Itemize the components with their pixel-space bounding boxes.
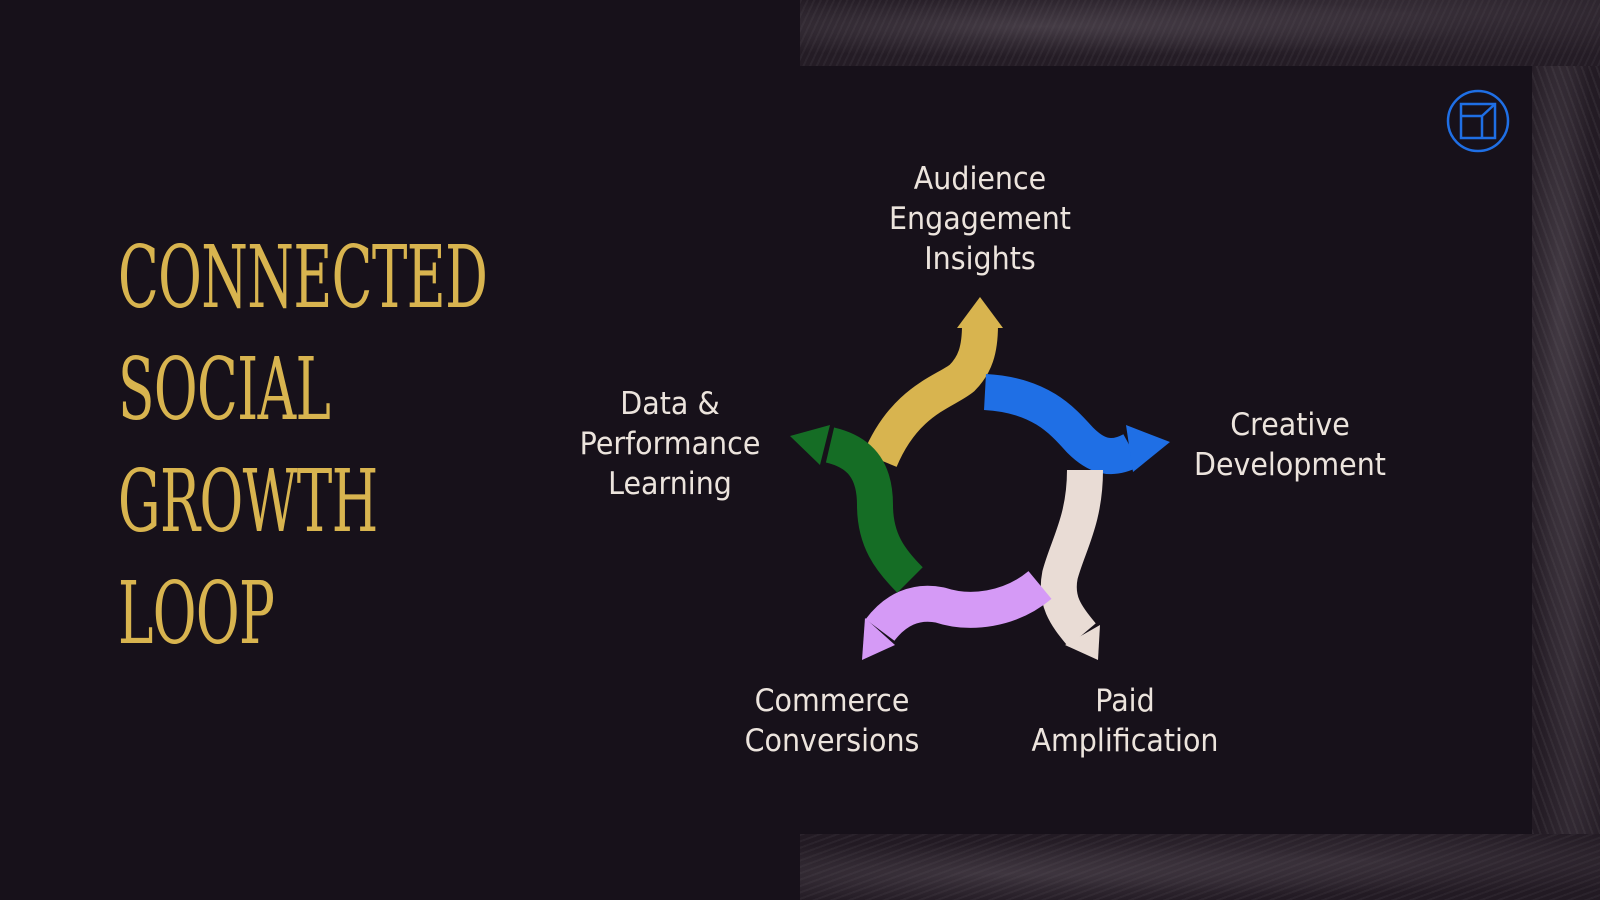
arrow-audience	[863, 297, 1003, 468]
stage-label-commerce: Commerce Conversions	[744, 683, 920, 759]
arrow-creative	[983, 374, 1170, 475]
page-title: CONNECTED SOCIAL GROWTH LOOP	[118, 222, 538, 670]
stage-label-paid: Paid Amplification	[1031, 683, 1219, 759]
stage-label-data: Data & Performance Learning	[579, 386, 761, 502]
stage-label-audience: Audience Engagement Insights	[889, 161, 1071, 277]
arrow-paid	[1040, 469, 1103, 660]
stage-label-creative: Creative Development	[1193, 407, 1387, 483]
title-line: LOOP	[118, 564, 275, 664]
title-line: GROWTH	[118, 452, 378, 552]
arrow-data	[790, 425, 923, 593]
square-grid-logo-icon	[1446, 89, 1510, 153]
content-panel	[800, 66, 1532, 834]
arrow-commerce	[862, 570, 1052, 660]
title-line: SOCIAL	[118, 340, 331, 440]
